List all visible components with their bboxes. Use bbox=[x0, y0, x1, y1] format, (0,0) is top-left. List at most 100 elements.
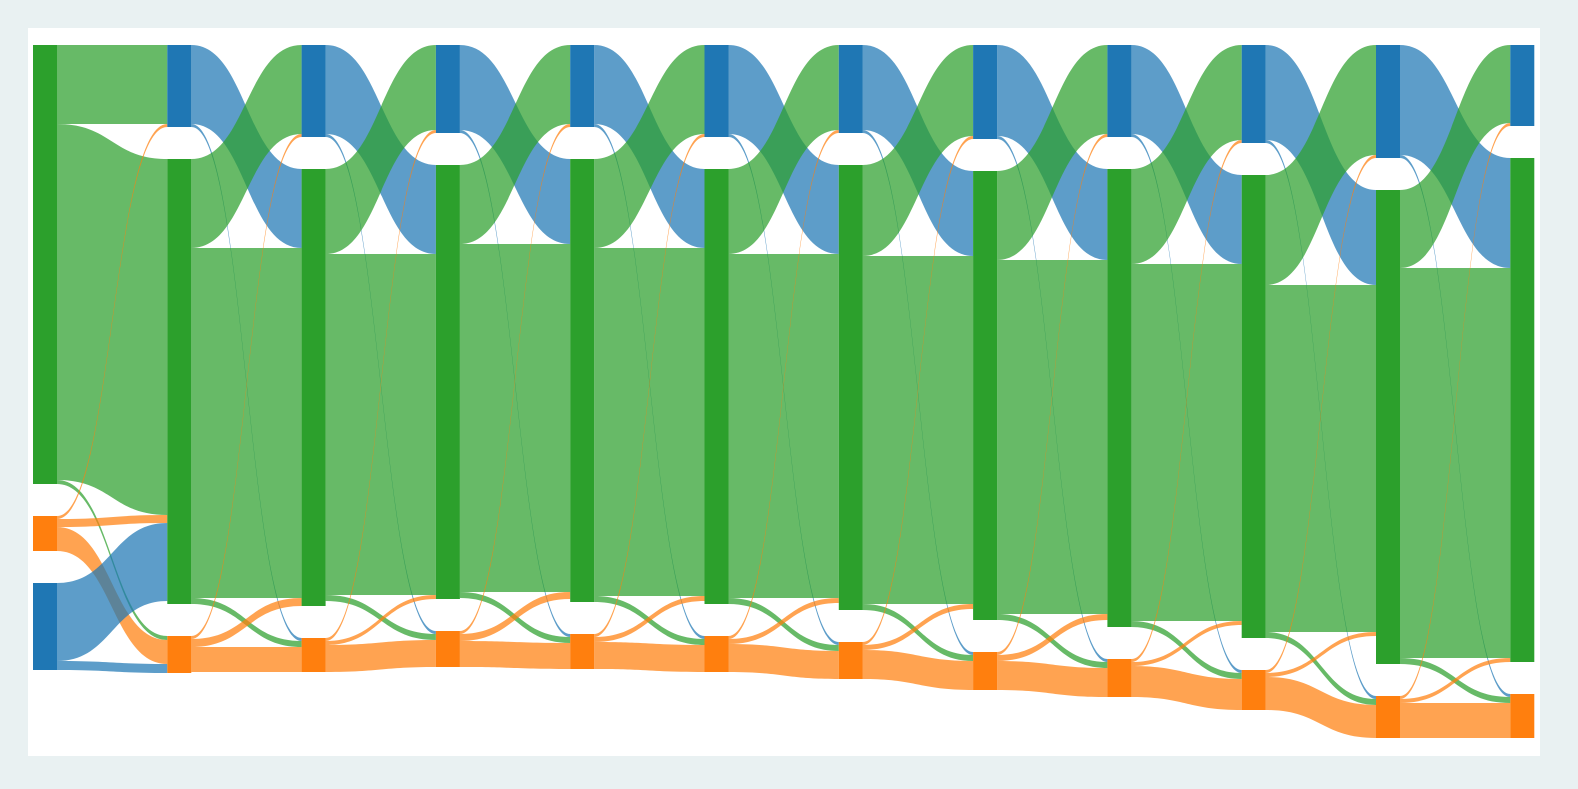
link-orange-to-blue-col4[interactable] bbox=[594, 134, 705, 637]
node-blue-col4[interactable] bbox=[570, 45, 595, 127]
link-green-to-blue-col4[interactable] bbox=[594, 45, 705, 248]
node-green-col0[interactable] bbox=[33, 45, 57, 484]
link-orange-to-green-col4[interactable] bbox=[594, 596, 705, 642]
link-green-to-blue-col3[interactable] bbox=[459, 45, 571, 244]
node-blue-col6[interactable] bbox=[838, 45, 863, 133]
node-orange-col3[interactable] bbox=[435, 631, 460, 667]
node-orange-col6[interactable] bbox=[838, 642, 863, 679]
node-orange-col1[interactable] bbox=[167, 636, 192, 673]
node-green-col5[interactable] bbox=[704, 169, 729, 604]
link-orange-to-green-col3[interactable] bbox=[459, 592, 571, 641]
link-green-to-orange-col5[interactable] bbox=[728, 598, 839, 651]
link-orange-to-blue-col2[interactable] bbox=[325, 130, 436, 641]
link-blue-to-green-col0[interactable] bbox=[57, 523, 168, 661]
link-green-to-green-col9[interactable] bbox=[1265, 285, 1376, 632]
link-orange-to-green-col6[interactable] bbox=[862, 604, 974, 650]
link-orange-to-blue-col8[interactable] bbox=[1131, 140, 1242, 662]
link-orange-to-blue-col6[interactable] bbox=[862, 136, 974, 645]
node-blue-col3[interactable] bbox=[435, 45, 460, 133]
link-orange-to-blue-col10[interactable] bbox=[1400, 123, 1511, 699]
link-orange-to-orange-col10[interactable] bbox=[1400, 703, 1511, 738]
link-green-to-blue-col5[interactable] bbox=[728, 45, 839, 254]
sankey-plot-area bbox=[28, 28, 1540, 756]
link-green-to-blue-col10[interactable] bbox=[1400, 45, 1511, 268]
link-green-to-blue-col2[interactable] bbox=[325, 45, 436, 254]
link-orange-to-green-col9[interactable] bbox=[1265, 632, 1376, 677]
link-orange-to-blue-col9[interactable] bbox=[1265, 155, 1376, 673]
link-orange-to-orange-col2[interactable] bbox=[325, 640, 436, 672]
node-orange-col5[interactable] bbox=[704, 636, 729, 672]
link-green-to-blue-col6[interactable] bbox=[862, 45, 974, 256]
node-orange-col0[interactable] bbox=[33, 516, 57, 551]
link-orange-to-orange-col7[interactable] bbox=[997, 661, 1108, 697]
link-orange-to-green-col2[interactable] bbox=[325, 595, 436, 645]
link-green-to-orange-col8[interactable] bbox=[1131, 621, 1242, 679]
node-blue-col2[interactable] bbox=[301, 45, 326, 137]
node-blue-col8[interactable] bbox=[1107, 45, 1132, 137]
link-green-to-orange-col2[interactable] bbox=[325, 595, 436, 640]
node-orange-col8[interactable] bbox=[1107, 659, 1132, 697]
link-green-to-blue-col8[interactable] bbox=[1131, 45, 1242, 264]
link-green-to-green-col8[interactable] bbox=[1131, 264, 1242, 621]
node-green-col3[interactable] bbox=[435, 165, 460, 599]
link-green-to-orange-col6[interactable] bbox=[862, 604, 974, 661]
link-green-to-green-col4[interactable] bbox=[594, 248, 705, 596]
link-orange-to-orange-col6[interactable] bbox=[862, 650, 974, 690]
link-green-to-green-col7[interactable] bbox=[997, 260, 1108, 614]
link-orange-to-orange-col3[interactable] bbox=[459, 641, 571, 669]
node-blue-col9[interactable] bbox=[1241, 45, 1266, 143]
link-orange-to-orange-col9[interactable] bbox=[1265, 677, 1376, 738]
node-green-col6[interactable] bbox=[838, 165, 863, 610]
node-blue-col0[interactable] bbox=[33, 583, 57, 670]
link-green-to-green-col5[interactable] bbox=[728, 254, 839, 598]
node-green-col1[interactable] bbox=[167, 159, 192, 604]
link-orange-to-blue-col0[interactable] bbox=[57, 124, 168, 519]
node-orange-col2[interactable] bbox=[301, 638, 326, 672]
link-green-to-green-col0[interactable] bbox=[57, 124, 168, 515]
link-orange-to-orange-col4[interactable] bbox=[594, 642, 705, 672]
link-green-to-green-col3[interactable] bbox=[459, 244, 571, 592]
link-orange-to-green-col5[interactable] bbox=[728, 598, 839, 644]
link-green-to-blue-col0[interactable] bbox=[57, 45, 168, 124]
link-green-to-blue-col9[interactable] bbox=[1265, 45, 1376, 285]
node-blue-col7[interactable] bbox=[973, 45, 998, 139]
node-blue-col5[interactable] bbox=[704, 45, 729, 137]
link-green-to-blue-col7[interactable] bbox=[997, 45, 1108, 260]
node-green-col8[interactable] bbox=[1107, 169, 1132, 627]
node-orange-col4[interactable] bbox=[570, 634, 595, 669]
link-blue-to-orange-col0[interactable] bbox=[57, 661, 168, 673]
node-green-col10[interactable] bbox=[1376, 190, 1400, 664]
link-orange-to-green-col7[interactable] bbox=[997, 614, 1108, 661]
link-orange-to-green-col1[interactable] bbox=[191, 598, 302, 647]
link-green-to-green-col10[interactable] bbox=[1400, 268, 1511, 658]
link-orange-to-blue-col5[interactable] bbox=[728, 130, 839, 639]
link-orange-to-blue-col7[interactable] bbox=[997, 134, 1108, 655]
node-blue-col1[interactable] bbox=[167, 45, 192, 127]
link-green-to-green-col2[interactable] bbox=[325, 254, 436, 595]
link-orange-to-green-col0[interactable] bbox=[57, 515, 168, 527]
link-green-to-green-col6[interactable] bbox=[862, 256, 974, 604]
node-orange-col9[interactable] bbox=[1241, 670, 1266, 710]
link-orange-to-blue-col1[interactable] bbox=[191, 134, 302, 639]
link-green-to-orange-col9[interactable] bbox=[1265, 632, 1376, 705]
node-green-col7[interactable] bbox=[973, 171, 998, 620]
link-orange-to-orange-col1[interactable] bbox=[191, 647, 302, 672]
node-green-col4[interactable] bbox=[570, 159, 595, 602]
node-green-col2[interactable] bbox=[301, 169, 326, 606]
link-orange-to-green-col10[interactable] bbox=[1400, 658, 1511, 703]
node-green-col11[interactable] bbox=[1510, 158, 1535, 662]
link-orange-to-green-col8[interactable] bbox=[1131, 621, 1242, 666]
node-orange-col11[interactable] bbox=[1510, 694, 1535, 738]
node-green-col9[interactable] bbox=[1241, 175, 1266, 638]
sankey-diagram bbox=[33, 45, 1535, 738]
node-orange-col10[interactable] bbox=[1376, 696, 1400, 738]
link-orange-to-blue-col3[interactable] bbox=[459, 124, 571, 634]
node-orange-col7[interactable] bbox=[973, 652, 998, 690]
link-green-to-orange-col7[interactable] bbox=[997, 614, 1108, 668]
link-green-to-blue-col1[interactable] bbox=[191, 45, 302, 248]
link-orange-to-orange-col8[interactable] bbox=[1131, 666, 1242, 710]
node-blue-col11[interactable] bbox=[1510, 45, 1535, 126]
link-green-to-green-col1[interactable] bbox=[191, 248, 302, 598]
node-blue-col10[interactable] bbox=[1376, 45, 1400, 158]
link-orange-to-orange-col5[interactable] bbox=[728, 644, 839, 679]
